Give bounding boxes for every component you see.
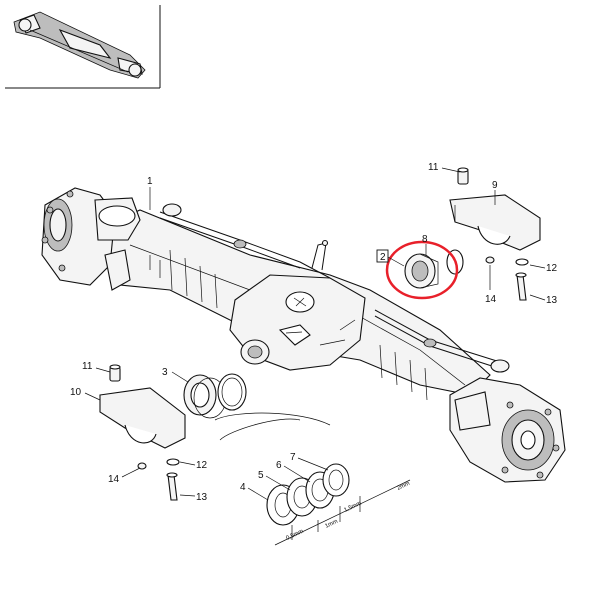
highlighted-part-8 [376, 240, 464, 300]
label-6: 6 [276, 460, 282, 471]
part-labels: 1 2 3 4 5 6 7 8 9 10 11 11 12 12 13 13 1… [70, 162, 558, 503]
thumbnail-inset [5, 5, 161, 89]
left-mount-bracket [99, 364, 186, 501]
label-4: 4 [240, 482, 246, 493]
dim-1mm: 1mm [324, 519, 339, 530]
label-14-right: 14 [485, 294, 497, 305]
label-8: 8 [422, 234, 428, 245]
label-12-right: 12 [546, 263, 558, 274]
dim-05mm: 0,5mm [285, 529, 304, 542]
nut-14-right [485, 256, 495, 264]
bolt-13-right [516, 274, 527, 301]
label-14-left: 14 [108, 474, 120, 485]
label-3: 3 [162, 367, 168, 378]
label-11-right: 11 [428, 162, 439, 173]
nut-14-left [137, 462, 147, 470]
washer-12-right [515, 258, 529, 266]
label-9: 9 [492, 180, 498, 191]
thumbnail-axle-image [13, 11, 146, 79]
label-12-left: 12 [196, 460, 208, 471]
label-11-left: 11 [82, 361, 93, 372]
label-13-left: 13 [196, 492, 208, 503]
leader-lines [84, 167, 546, 501]
axle-housing [41, 187, 566, 483]
label-5: 5 [258, 470, 264, 481]
label-13-right: 13 [546, 295, 558, 306]
dim-15mm: 1,5mm [343, 501, 362, 514]
label-1: 1 [147, 176, 153, 187]
shim-rings [266, 463, 411, 546]
label-box-2 [376, 249, 389, 263]
right-mount-bracket [449, 167, 541, 301]
seal-assembly-3 [183, 373, 331, 441]
label-2: 2 [380, 252, 386, 263]
label-7: 7 [290, 452, 296, 463]
highlight-circle [385, 240, 459, 300]
label-10: 10 [70, 387, 82, 398]
washer-12-left [166, 458, 180, 466]
bolt-13-left [167, 474, 178, 501]
dim-2mm: 2mm [396, 481, 411, 492]
